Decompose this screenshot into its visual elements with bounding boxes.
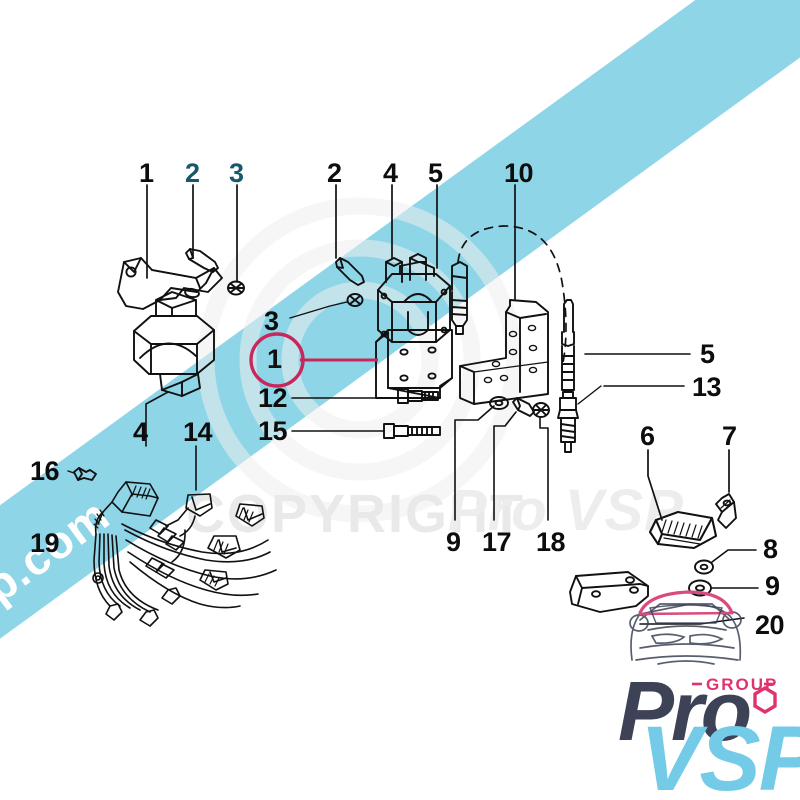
part-3-coil-nut — [289, 293, 364, 319]
part-16-terminal-clip — [67, 467, 97, 481]
part-7-module-bolt — [715, 493, 737, 529]
leader-line-6 — [647, 449, 663, 521]
label-7[interactable]: 7 — [722, 421, 737, 451]
logo-hex-nut-icon — [753, 686, 777, 714]
label-2-mid[interactable]: 2 — [327, 158, 342, 188]
label-3-top[interactable]: 3 — [229, 158, 244, 188]
part-8-module-washer — [694, 559, 714, 575]
label-19[interactable]: 19 — [30, 528, 60, 558]
logo-group-text: GROUP — [706, 675, 778, 694]
label-18[interactable]: 18 — [536, 527, 566, 557]
label-2-top[interactable]: 2 — [185, 158, 200, 188]
label-6[interactable]: 6 — [640, 421, 655, 451]
label-17[interactable]: 17 — [482, 527, 512, 557]
part-5-spark-plug-lead-right — [561, 299, 575, 391]
part-13-spark-plug — [557, 385, 602, 453]
label-16[interactable]: 16 — [30, 456, 60, 486]
label-3-left[interactable]: 3 — [264, 306, 279, 336]
label-12[interactable]: 12 — [258, 383, 288, 413]
part-2-coil-bolt — [335, 257, 365, 286]
windshield-glass — [649, 604, 723, 624]
leader-lines-9-17-18 — [454, 405, 549, 521]
part-5-ignition-lead-center — [451, 261, 468, 335]
label-14[interactable]: 14 — [183, 417, 213, 447]
part-15-hex-bolt-long — [383, 423, 441, 439]
part-14-connector-lead — [145, 493, 213, 579]
label-4-top[interactable]: 4 — [383, 158, 398, 188]
label-9-middle[interactable]: 9 — [446, 527, 461, 557]
label-8[interactable]: 8 — [763, 534, 778, 564]
ht-lead-dashed-arc — [457, 225, 567, 369]
watermark-brand-ghost-text: Pro VSP — [448, 478, 684, 543]
part-10-mounting-plate — [459, 299, 549, 405]
leader-line-4-coil — [145, 391, 169, 447]
label-1-top[interactable]: 1 — [139, 158, 154, 188]
part-2-bracket-bolt — [185, 248, 219, 273]
label-4-coil[interactable]: 4 — [133, 417, 148, 447]
logo-pro-text: Pro — [618, 664, 750, 758]
windshield-highlight — [638, 590, 734, 615]
label-1-highlighted[interactable]: 1 — [267, 344, 282, 374]
label-9-lower[interactable]: 9 — [765, 571, 780, 601]
leader-lines-center — [291, 353, 691, 432]
part-12-hex-bolt-short — [397, 388, 439, 404]
logo-vsp-text: VSP — [640, 708, 800, 800]
windshield-highlight-base — [639, 611, 733, 616]
watermark-copyright-text: COPYRIGHT — [186, 484, 525, 544]
part-18-lock-nut — [532, 402, 550, 418]
part-20-body-gasket — [569, 571, 649, 613]
label-13[interactable]: 13 — [692, 372, 722, 402]
leader-line-8 — [711, 549, 757, 563]
part-3-bracket-nut — [227, 280, 245, 296]
part-19-wiring-harness — [92, 481, 277, 627]
part-4-ignition-coil-left — [133, 291, 215, 397]
label-10[interactable]: 10 — [504, 158, 534, 188]
part-1-bracket — [117, 257, 223, 310]
part-6-control-module — [648, 510, 718, 550]
label-5-right[interactable]: 5 — [700, 339, 715, 369]
label-20[interactable]: 20 — [755, 610, 785, 640]
part-9-flat-washer-middle — [489, 396, 509, 410]
label-15[interactable]: 15 — [258, 416, 288, 446]
leader-lines-top — [146, 184, 516, 301]
label-5-top[interactable]: 5 — [428, 158, 443, 188]
